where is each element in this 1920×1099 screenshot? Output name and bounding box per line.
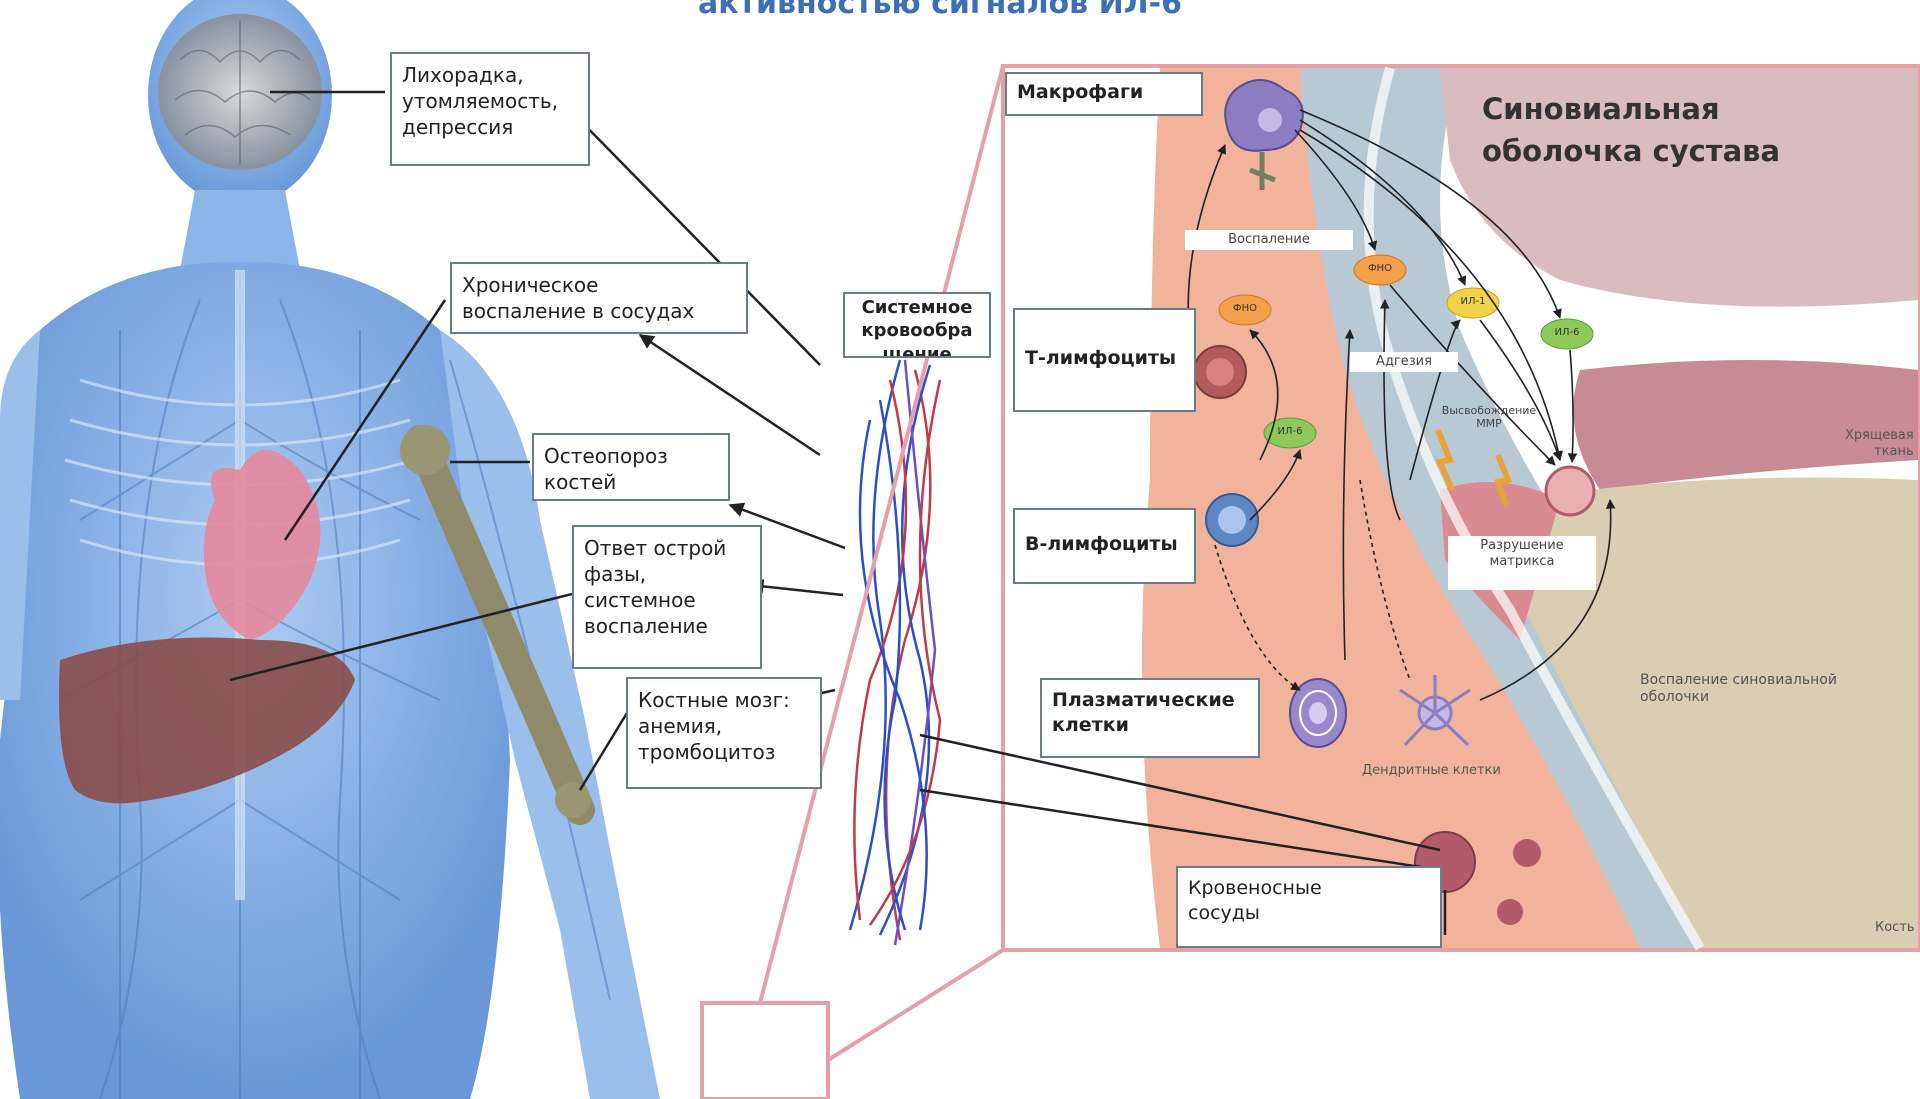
il6-label-1: ИЛ-6	[1547, 327, 1587, 338]
tnf-label-1: ФНО	[1225, 303, 1265, 314]
label-macrophages: Макрофаги	[1005, 72, 1203, 116]
label-bone-marrow: Костные мозг: анемия, тромбоцитоз	[626, 677, 822, 789]
label-inflammation: Воспаление	[1185, 230, 1353, 250]
humerus-end	[555, 782, 591, 818]
label-cartilage: Хрящевая ткань	[1845, 428, 1914, 459]
label-synovitis: Воспаление синовиальной оболочки	[1640, 672, 1837, 706]
label-acute-phase: Ответ острой фазы, системное воспаление	[572, 525, 762, 669]
humerus-head	[400, 425, 450, 475]
label-osteoporosis: Остеопороз костей	[532, 433, 730, 501]
label-vascular-inflammation: Хроническое воспаление в сосудах	[450, 262, 748, 334]
figure-title: активностью сигналов ИЛ-6	[640, 0, 1240, 21]
label-mmp-release: Высвобождение ММР	[1425, 402, 1553, 432]
il1-label: ИЛ-1	[1453, 296, 1493, 307]
label-b-lymphocytes: B-лимфоциты	[1013, 508, 1196, 584]
label-systemic-circulation: Системное кровообра щение	[843, 292, 991, 358]
t-lymphocyte-cell	[1194, 346, 1246, 398]
osteoclast-cell	[1546, 467, 1594, 515]
label-matrix-destruction: Разрушение матрикса	[1448, 536, 1596, 590]
label-plasma-cells: Плазматические клетки	[1040, 678, 1260, 758]
label-dendritic-cells: Дендритные клетки	[1362, 763, 1501, 779]
label-adhesion: Адгезия	[1350, 352, 1458, 372]
il6-label-2: ИЛ-6	[1270, 426, 1310, 437]
neck-shape	[180, 190, 300, 270]
label-blood-vessels: Кровеносные сосуды	[1176, 866, 1442, 948]
synovium-title: Синовиальная оболочка сустава	[1482, 88, 1780, 172]
label-t-lymphocytes: Т-лимфоциты	[1013, 308, 1196, 412]
tnf-label-2: ФНО	[1360, 263, 1400, 274]
systemic-vessels	[850, 360, 940, 945]
label-bone: Кость	[1875, 920, 1915, 936]
label-fever: Лихорадка, утомляемость, депрессия	[390, 52, 590, 166]
